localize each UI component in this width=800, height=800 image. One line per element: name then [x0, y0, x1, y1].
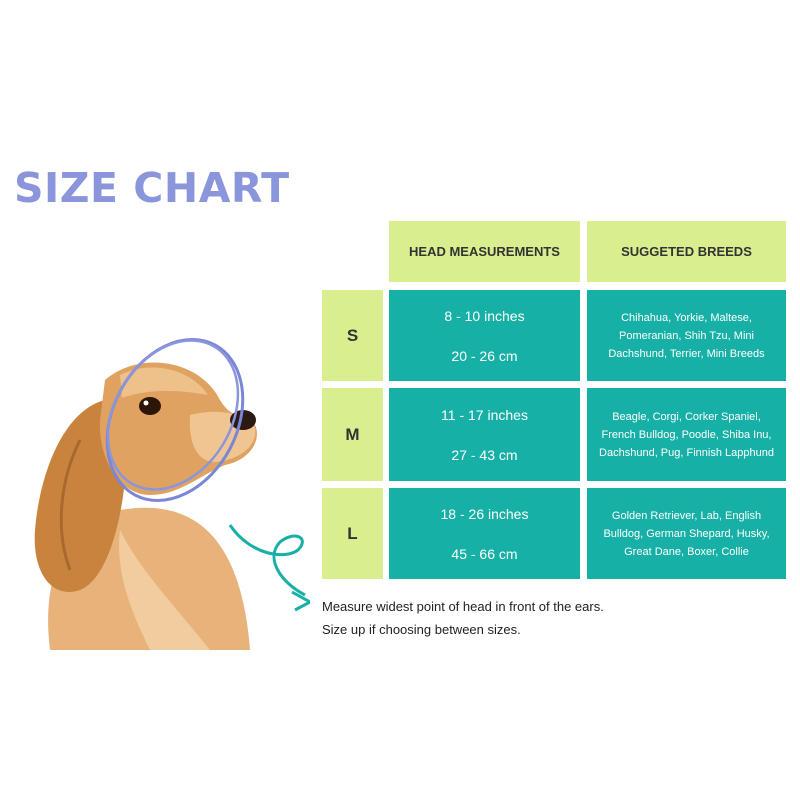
breeds-cell-s: Chihahua, Yorkie, Maltese, Pomeranian, S…: [587, 290, 786, 381]
size-up-instruction: Size up if choosing between sizes.: [322, 622, 521, 637]
measurement-cell-l: 18 - 26 inches 45 - 66 cm: [389, 488, 580, 579]
page-title: SIZE CHART: [14, 164, 290, 212]
measurement-inches: 8 - 10 inches: [444, 307, 525, 324]
measurement-cell-s: 8 - 10 inches 20 - 26 cm: [389, 290, 580, 381]
measure-instruction: Measure widest point of head in front of…: [322, 599, 604, 614]
measurement-cm: 20 - 26 cm: [451, 347, 518, 364]
size-label-l: L: [322, 488, 383, 579]
measurement-cm: 27 - 43 cm: [451, 446, 518, 463]
measurement-cell-m: 11 - 17 inches 27 - 43 cm: [389, 388, 580, 481]
breeds-cell-l: Golden Retriever, Lab, English Bulldog, …: [587, 488, 786, 579]
measurement-inches: 11 - 17 inches: [441, 406, 528, 423]
measurement-cm: 45 - 66 cm: [451, 545, 518, 562]
size-label-m: M: [322, 388, 383, 481]
dog-illustration: [34, 338, 310, 650]
measurement-inches: 18 - 26 inches: [440, 505, 529, 522]
breeds-cell-m: Beagle, Corgi, Corker Spaniel, French Bu…: [587, 388, 786, 481]
header-suggested-breeds: SUGGETED BREEDS: [587, 221, 786, 282]
size-label-s: S: [322, 290, 383, 381]
header-head-measurements: HEAD MEASUREMENTS: [389, 221, 580, 282]
